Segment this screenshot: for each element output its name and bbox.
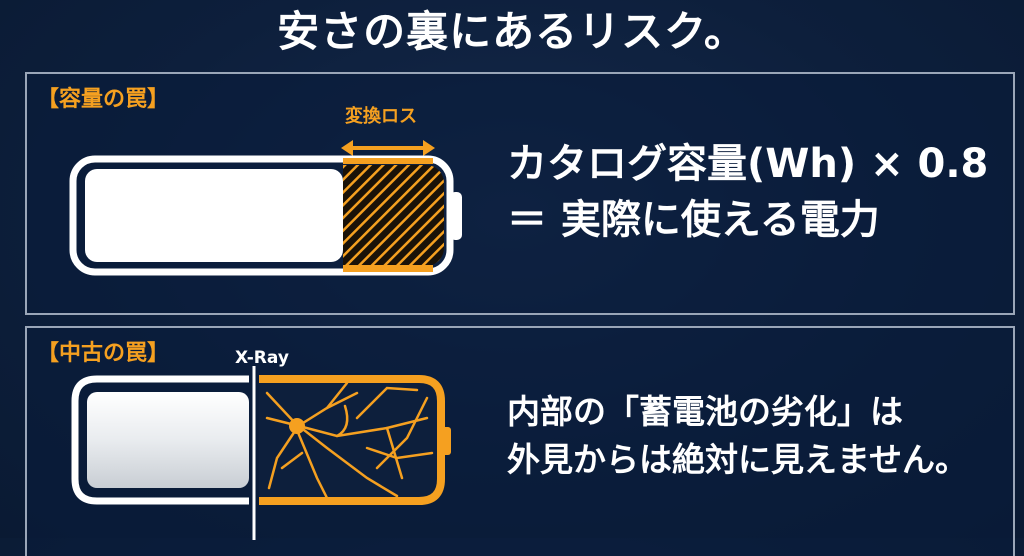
used-trap-label: 【中古の罠】 — [37, 341, 170, 366]
capacity-trap-label: 【容量の罠】 — [37, 87, 170, 112]
page-title: 安さの裏にあるリスク。 — [277, 7, 747, 56]
capacity-trap-panel: 【容量の罠】 変換ロス カタログ容量(Wh) × — [25, 72, 1015, 315]
capacity-formula: カタログ容量(Wh) × 0.8 ＝ 実際に使える電力 — [507, 136, 988, 248]
formula-line-2: ＝ 実際に使える電力 — [507, 197, 880, 243]
used-trap-panel: 【中古の罠】 X-Ray — [25, 326, 1015, 556]
warning-line-2: 外見からは絶対に見えません。 — [507, 440, 969, 479]
battery-xray-illustration — [71, 366, 451, 540]
impact-point-icon — [289, 418, 305, 434]
double-arrow-icon — [341, 140, 435, 156]
battery-loss-illustration — [69, 140, 462, 276]
degradation-warning-text: 内部の「蓄電池の劣化」は 外見からは絶対に見えません。 — [507, 388, 968, 484]
crack-lines-icon — [265, 381, 434, 500]
xray-label: X-Ray — [235, 348, 289, 368]
conversion-loss-label: 変換ロス — [345, 106, 417, 127]
formula-line-1: カタログ容量(Wh) × 0.8 — [507, 141, 989, 187]
warning-line-1: 内部の「蓄電池の劣化」は — [507, 392, 903, 431]
